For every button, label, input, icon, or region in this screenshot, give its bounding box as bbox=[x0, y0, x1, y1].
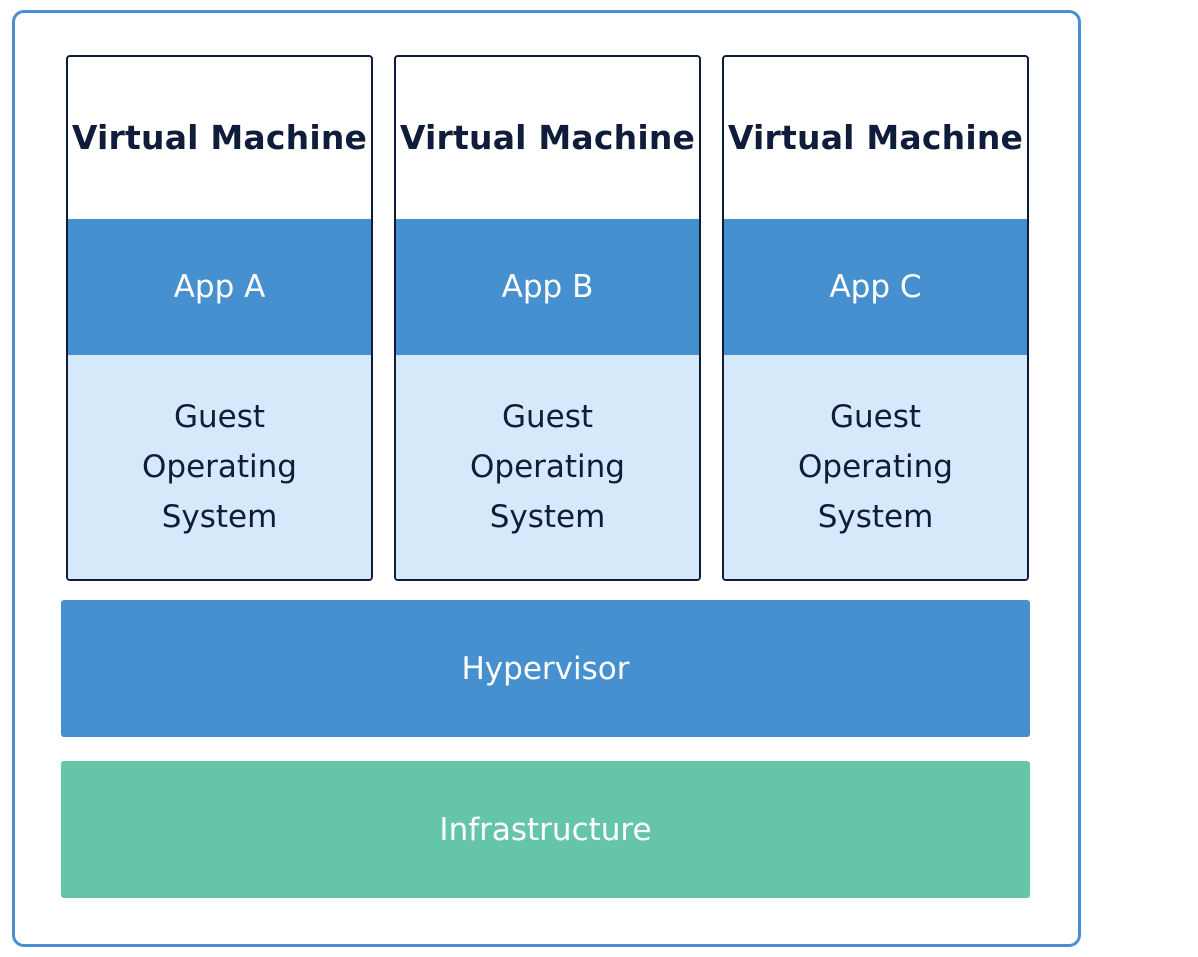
app-c-block: App C bbox=[724, 219, 1027, 355]
guest-os-block: Guest Operating System bbox=[68, 355, 371, 579]
guest-os-block: Guest Operating System bbox=[396, 355, 699, 579]
virtual-machine-c: Virtual Machine App C Guest Operating Sy… bbox=[722, 55, 1029, 581]
virtual-machine-b: Virtual Machine App B Guest Operating Sy… bbox=[394, 55, 701, 581]
vm-title: Virtual Machine bbox=[399, 117, 696, 157]
guest-os-block: Guest Operating System bbox=[724, 355, 1027, 579]
vm-title: Virtual Machine bbox=[727, 117, 1024, 157]
app-b-block: App B bbox=[396, 219, 699, 355]
virtual-machine-a: Virtual Machine App A Guest Operating Sy… bbox=[66, 55, 373, 581]
app-a-block: App A bbox=[68, 219, 371, 355]
hypervisor-layer: Hypervisor bbox=[61, 600, 1030, 737]
infrastructure-layer: Infrastructure bbox=[61, 761, 1030, 898]
vm-title: Virtual Machine bbox=[71, 117, 368, 157]
